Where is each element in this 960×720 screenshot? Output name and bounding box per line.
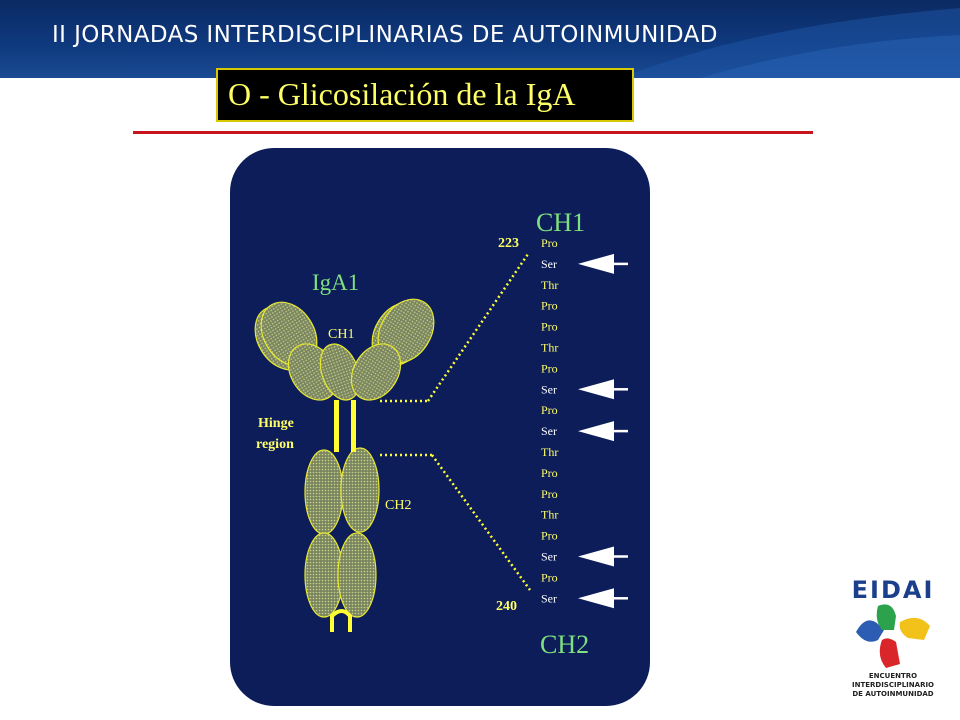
- sequence-residue: Pro: [541, 361, 558, 375]
- ch1-big-label: CH1: [536, 208, 585, 237]
- end-residue-number: 240: [496, 599, 517, 614]
- iga1-label: IgA1: [312, 270, 359, 295]
- hinge-label-line1: Hinge: [258, 416, 294, 431]
- sequence-residue: Pro: [541, 403, 558, 417]
- logo-line3: DE AUTOINMUNIDAD: [852, 690, 933, 698]
- sequence-residue: Thr: [541, 508, 558, 522]
- fc-ch2-left: [304, 449, 344, 535]
- sequence-residue: Ser: [541, 257, 557, 271]
- fc-ch3-left: [304, 532, 344, 618]
- fc-ch3-right: [337, 532, 377, 618]
- title-underline: [133, 131, 813, 134]
- glycosylation-arrow-icon: [578, 421, 614, 442]
- sequence-residue: Pro: [541, 466, 558, 480]
- sequence-residue: Pro: [541, 487, 558, 501]
- tailpiece: [330, 609, 352, 632]
- slide-title: O - Glicosilación de la IgA: [228, 76, 576, 112]
- header-decoration: [620, 8, 960, 78]
- sequence-list: ProSerThrProProThrProSerProSerThrProProT…: [541, 236, 558, 605]
- fc-ch2-right: [340, 447, 380, 533]
- connector-lines: [380, 253, 532, 591]
- sequence-residue: Pro: [541, 299, 558, 313]
- logo-hand-yellow: [899, 617, 930, 640]
- sequence-residue: Ser: [541, 424, 557, 438]
- glycosylation-arrows: [578, 253, 628, 609]
- sequence-residue: Ser: [541, 591, 557, 605]
- hinge-bar-right: [351, 400, 356, 452]
- hinge-label-line2: region: [256, 437, 294, 452]
- ch1-small-label: CH1: [328, 327, 354, 342]
- glycosylation-arrow-icon: [578, 253, 614, 274]
- logo-wordmark: EIDAI: [852, 576, 935, 604]
- sequence-residue: Ser: [541, 382, 557, 396]
- sequence-residue: Pro: [541, 236, 558, 250]
- logo-line2: INTERDISCIPLINARIO: [852, 681, 934, 689]
- glycosylation-arrow-icon: [578, 546, 614, 567]
- antibody-structure: [254, 298, 435, 618]
- eidai-logo-graphic: EIDAI ENCUENTRO INTERDISCIPLINARIO DE AU…: [852, 576, 935, 698]
- logo-hand-blue: [856, 620, 884, 642]
- logo-hand-green: [876, 604, 896, 630]
- sequence-residue: Pro: [541, 320, 558, 334]
- glycosylation-arrow-icon: [578, 379, 614, 400]
- logo-line1: ENCUENTRO: [869, 672, 917, 680]
- eidai-logo: EIDAI ENCUENTRO INTERDISCIPLINARIO DE AU…: [838, 572, 948, 702]
- slide-title-box: O - Glicosilación de la IgA: [216, 68, 634, 122]
- sequence-residue: Thr: [541, 278, 558, 292]
- hinge-bar-left: [334, 400, 339, 452]
- header-title: II JORNADAS INTERDISCIPLINARIAS DE AUTOI…: [52, 22, 718, 48]
- sequence-residue: Pro: [541, 529, 558, 543]
- right-fab-inner-domain: [350, 343, 402, 401]
- sequence-residue: Pro: [541, 570, 558, 584]
- header-band: II JORNADAS INTERDISCIPLINARIAS DE AUTOI…: [0, 0, 960, 78]
- sequence-residue: Thr: [541, 445, 558, 459]
- ch2-big-label: CH2: [540, 630, 589, 659]
- glycosylation-arrow-icon: [578, 588, 614, 609]
- logo-hand-red: [879, 638, 900, 668]
- sequence-residue: Ser: [541, 550, 557, 564]
- sequence-residue: Thr: [541, 341, 558, 355]
- start-residue-number: 223: [498, 236, 519, 251]
- ch2-small-label: CH2: [385, 498, 411, 513]
